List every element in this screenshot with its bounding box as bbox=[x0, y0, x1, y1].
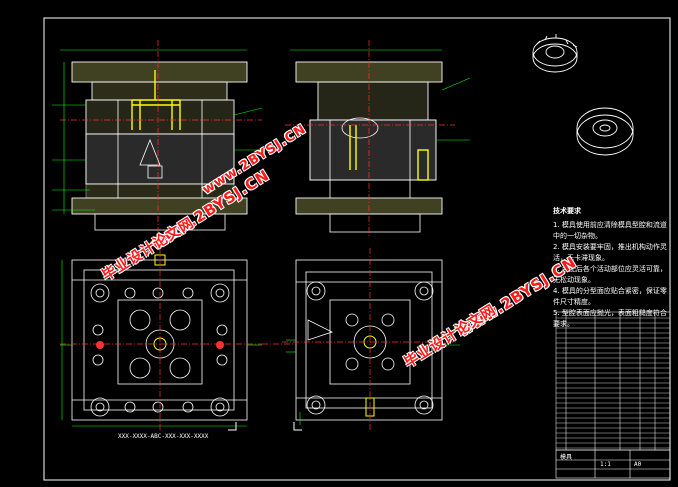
tech-notes: 1. 模具使用前应清除模具型腔和流道中的一切杂物。 2. 模具安装要牢固，推出机… bbox=[553, 220, 671, 330]
title-block-scale: 1:1 bbox=[600, 461, 611, 468]
front-parts bbox=[131, 70, 181, 130]
bom-table bbox=[555, 311, 671, 451]
title-block bbox=[555, 449, 671, 479]
side-leaders bbox=[290, 49, 471, 141]
tech-note: 3. 装配后各个活动部位应灵活可靠，无松动现象。 bbox=[553, 265, 667, 284]
title-block-name: 模具 bbox=[560, 454, 573, 461]
tech-note: 2. 模具安装要牢固，推出机构动作灵活，无卡滞现象。 bbox=[553, 243, 667, 262]
tech-notes-title: 技术要求 bbox=[553, 207, 581, 215]
moving-half-guides bbox=[153, 254, 167, 351]
drawing-border bbox=[43, 17, 671, 481]
part-isometric-2 bbox=[576, 107, 634, 156]
bom-rows bbox=[556, 317, 670, 449]
tech-note: 5. 型腔表面应抛光，表面粗糙度符合要求。 bbox=[553, 309, 667, 328]
side-centerlines bbox=[285, 40, 455, 238]
tech-note: 1. 模具使用前应清除模具型腔和流道中的一切杂物。 bbox=[553, 221, 667, 240]
title-block-sheet: A0 bbox=[634, 461, 642, 468]
moving-half-dims bbox=[60, 260, 262, 427]
moving-half-centerlines bbox=[60, 248, 262, 432]
moving-half-holes bbox=[90, 283, 230, 417]
front-centerlines bbox=[60, 40, 262, 238]
tech-note: 4. 模具的分型面应贴合紧密，保证零件尺寸精度。 bbox=[553, 287, 667, 306]
drawing-number-label: XXX-XXXX-ABC-XXX-XXX-XXXX bbox=[118, 433, 209, 440]
moving-half-accents bbox=[96, 341, 224, 349]
fixed-half-dims bbox=[286, 339, 460, 425]
part-isometric-1 bbox=[532, 34, 578, 73]
fixed-half-centerlines bbox=[262, 248, 458, 432]
front-leaders bbox=[52, 49, 263, 214]
side-parts bbox=[349, 125, 429, 181]
side-section-view bbox=[295, 61, 443, 233]
